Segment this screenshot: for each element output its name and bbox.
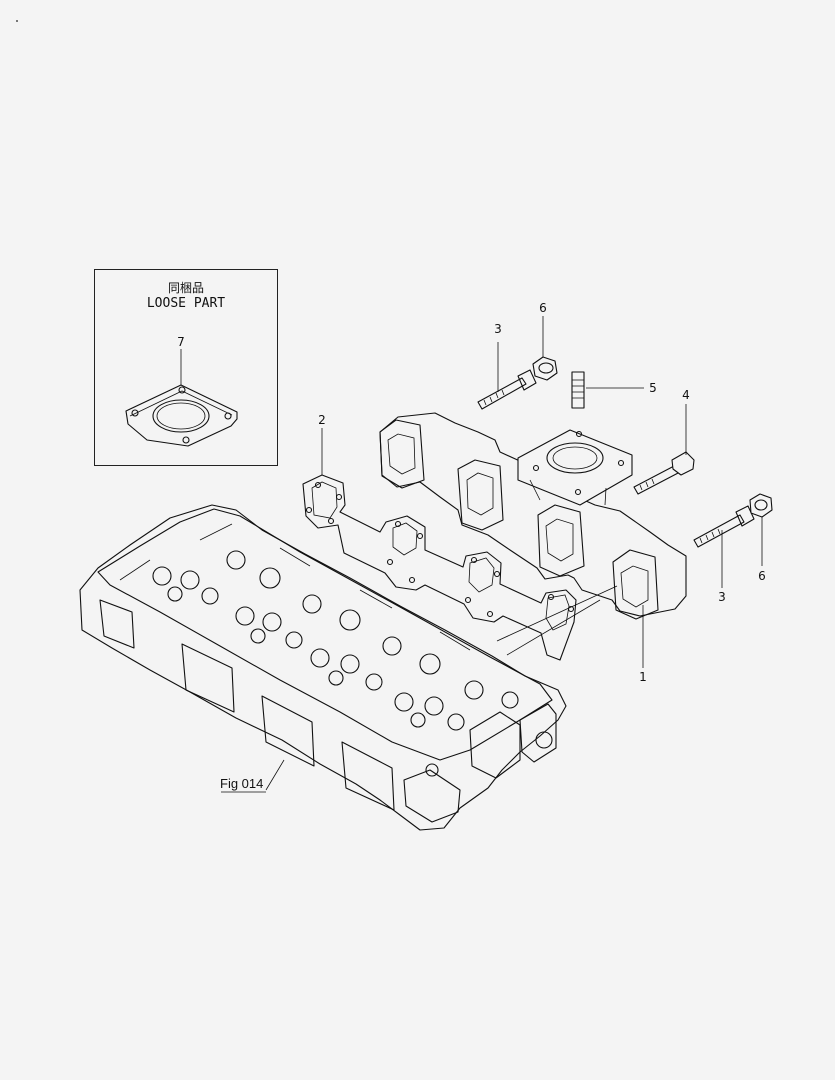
valve-ports-drawing [119, 523, 519, 731]
callout-3-lower[interactable]: 3 [718, 590, 726, 604]
callout-3-upper[interactable]: 3 [494, 322, 502, 336]
cylinder-head-drawing [79, 504, 567, 831]
callout-1[interactable]: 1 [639, 670, 647, 684]
callout-6-upper[interactable]: 6 [539, 301, 547, 315]
loose-part-title-cn: 同梱品 [167, 281, 204, 295]
callout-7[interactable]: 7 [177, 335, 185, 349]
fasteners-drawing [477, 316, 773, 588]
manifold-1-drawing [379, 412, 687, 668]
loose-part-box: 同梱品 LOOSE PART [94, 269, 278, 466]
callout-6-lower[interactable]: 6 [758, 569, 766, 583]
figure-reference-link[interactable]: Fig 014 [220, 776, 264, 791]
callout-4[interactable]: 4 [682, 388, 690, 402]
scan-speck [16, 20, 18, 22]
callout-2[interactable]: 2 [318, 413, 326, 427]
callout-5[interactable]: 5 [649, 381, 657, 395]
gasket-2-drawing [302, 428, 577, 661]
gasket-7-drawing [125, 349, 238, 447]
loose-part-title-en: LOOSE PART [146, 296, 226, 311]
assembly-leader-lines [496, 585, 618, 656]
